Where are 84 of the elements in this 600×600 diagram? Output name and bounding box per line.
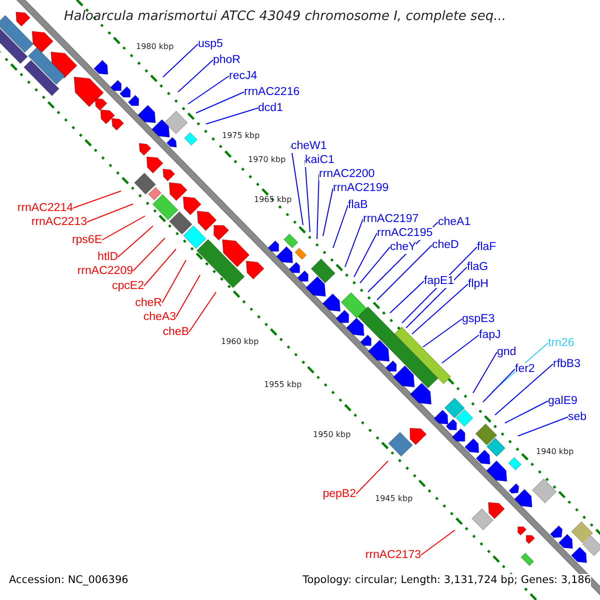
- gene-label: cheY: [390, 240, 416, 254]
- gene-label: rrnAC2213: [31, 216, 87, 228]
- leader-line: [344, 218, 364, 268]
- gene-label: rps6E: [72, 234, 102, 246]
- gene-label: cheB: [162, 326, 189, 338]
- gene-label: flpH: [468, 278, 488, 290]
- gene-label: flaB: [348, 198, 368, 212]
- gene-label: gspE3: [462, 312, 495, 326]
- accession-text: Accession: NC_006396: [9, 574, 128, 587]
- gene-label: rfbB3: [553, 358, 580, 370]
- leader-line: [162, 260, 186, 304]
- gene-label: fapE1: [424, 274, 454, 288]
- gene-label: rrnAC2173: [365, 548, 421, 562]
- gene-label: dcd1: [258, 102, 283, 114]
- gene-label: recJ4: [229, 70, 258, 82]
- leader-line: [86, 204, 134, 222]
- leader-line: [206, 108, 258, 124]
- leader-line: [188, 292, 216, 332]
- scale-label: 1955 kbp: [264, 380, 302, 390]
- scale-label: 1960 kbp: [221, 337, 259, 347]
- gene-label: fer2: [515, 362, 535, 376]
- leader-line: [132, 238, 166, 272]
- leader-line: [178, 60, 214, 92]
- leader-line: [332, 204, 348, 248]
- gene-label: flaF: [477, 240, 496, 254]
- gene-label: trn26: [548, 336, 574, 350]
- gene-label: cheR: [135, 296, 162, 310]
- gene-label: rrnAC2195: [377, 226, 433, 240]
- gene-label: cheA1: [438, 216, 471, 228]
- leader-line: [118, 226, 154, 258]
- gene-label: usp5: [198, 38, 223, 50]
- gene-label: htlD: [98, 250, 118, 264]
- gene-label: cpcE2: [112, 280, 144, 292]
- scale-label: 1940 kbp: [536, 447, 574, 457]
- gene-label: cheA3: [143, 310, 176, 324]
- gene-label: seb: [568, 410, 587, 424]
- leader-line: [422, 318, 462, 348]
- leader-line: [472, 352, 498, 394]
- gene-label: rrnAC2209: [77, 264, 133, 278]
- scale-label: 1970 kbp: [248, 155, 286, 165]
- gene-label: flaG: [467, 260, 488, 274]
- leader-line: [376, 244, 432, 300]
- scale-label: 1950 kbp: [313, 430, 351, 440]
- leader-line: [188, 76, 230, 104]
- gene-label: cheW1: [291, 140, 327, 152]
- leader-line: [494, 364, 554, 416]
- leader-line: [504, 400, 548, 424]
- summary-text: Topology: circular; Length: 3,131,724 bp; Genes: 3,186: [302, 574, 591, 587]
- leader-line: [72, 190, 122, 208]
- gene-label: rrnAC2197: [363, 212, 419, 226]
- leader-line: [144, 248, 176, 286]
- title: Haloarcula marismortui ATCC 43049 chromosome I, complete seq...: [64, 8, 506, 25]
- leader-line: [482, 368, 516, 402]
- leader-line: [196, 92, 244, 114]
- leader-line: [518, 416, 568, 436]
- scale-label: 1980 kbp: [136, 42, 174, 52]
- gene-label: rrnAC2214: [17, 202, 73, 214]
- leader-line: [442, 334, 480, 364]
- gene-label: fapJ: [479, 328, 501, 342]
- scale-label: 1965 kbp: [254, 195, 292, 205]
- gene-label: rrnAC2199: [333, 182, 389, 194]
- leader-line: [406, 266, 468, 328]
- gene-label: pepB2: [322, 488, 356, 500]
- gene-label: gnd: [497, 346, 516, 358]
- gene-label: rrnAC2216: [244, 86, 300, 98]
- leader-line: [316, 174, 320, 240]
- leader-line: [360, 246, 390, 284]
- leader-line: [390, 280, 424, 314]
- leader-line: [412, 284, 468, 334]
- leader-line: [176, 274, 200, 318]
- gene-label: rrnAC2200: [319, 168, 375, 180]
- scale-label: 1975 kbp: [222, 131, 260, 141]
- leader-line: [162, 44, 198, 78]
- gene-label: kaiC1: [305, 154, 334, 166]
- gene-label: galE9: [548, 394, 578, 408]
- gene-label: cheD: [432, 238, 459, 252]
- leader-line: [354, 232, 378, 278]
- leader-line: [322, 188, 334, 236]
- scale-label: 1945 kbp: [375, 494, 413, 504]
- leader-line: [492, 342, 548, 392]
- gene-label: phoR: [213, 54, 240, 66]
- leader-line: [356, 460, 388, 494]
- leader-line: [102, 216, 146, 240]
- leader-line: [420, 530, 456, 556]
